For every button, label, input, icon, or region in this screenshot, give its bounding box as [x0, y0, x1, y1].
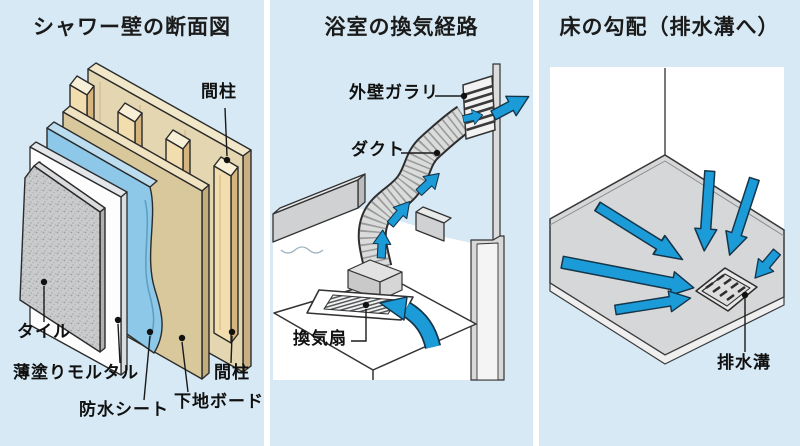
ventilation-fan: [306, 289, 414, 321]
panel-floor-slope: 床の勾配（排水溝へ） 排水溝: [539, 0, 800, 446]
label-fan: 換気扇: [293, 329, 347, 349]
cutaway-squiggle: [280, 246, 324, 254]
exterior-louver: [462, 75, 496, 140]
tile-layer: [19, 161, 106, 353]
bathroom-ventilation-illustration: [272, 63, 533, 381]
panel2-title: 浴室の換気経路: [324, 15, 479, 39]
duct: [357, 105, 474, 272]
label-stud-top: 間柱: [201, 82, 237, 102]
label-duct: ダクト: [351, 140, 405, 160]
panel3-title: 床の勾配（排水溝へ）: [559, 15, 780, 39]
leader-lines: [43, 107, 233, 401]
panel-shower-wall-cross-section: シャワー壁の断面図 間柱 タイル 薄塗りモルタル 防水シート 下地ボード 間柱: [0, 0, 264, 446]
stud-labeled: [213, 156, 239, 344]
airflow-entry-arrow: [379, 296, 442, 350]
label-board: 下地ボード: [174, 392, 264, 412]
right-wall-slab: [415, 206, 452, 242]
label-mortar: 薄塗りモルタル: [13, 363, 139, 383]
label-stud-bottom: 間柱: [214, 363, 250, 383]
leader-dots: [40, 156, 236, 342]
leader-lines: [351, 95, 461, 342]
left-wall-slab: [272, 173, 366, 243]
right-wall-section: [470, 235, 505, 381]
floor-slope-illustration: [549, 67, 786, 365]
leader-dots: [362, 92, 468, 309]
panel-divider: [533, 0, 539, 446]
room-walls: [550, 67, 784, 230]
label-drain: 排水溝: [717, 353, 771, 373]
leader-dot: [741, 291, 749, 299]
drain-grate: [695, 267, 758, 312]
label-louver: 外壁ガラリ: [349, 83, 439, 103]
shower-wall-cross-section-illustration: [19, 62, 252, 401]
exterior-wall: [492, 63, 501, 241]
panel-bathroom-ventilation: 浴室の換気経路 外壁ガラリ ダクト 換気扇: [270, 0, 533, 446]
panel-divider: [264, 0, 270, 446]
panel1-title: シャワー壁の断面図: [33, 15, 231, 39]
label-sheet: 防水シート: [79, 400, 169, 420]
label-tile: タイル: [17, 322, 71, 342]
